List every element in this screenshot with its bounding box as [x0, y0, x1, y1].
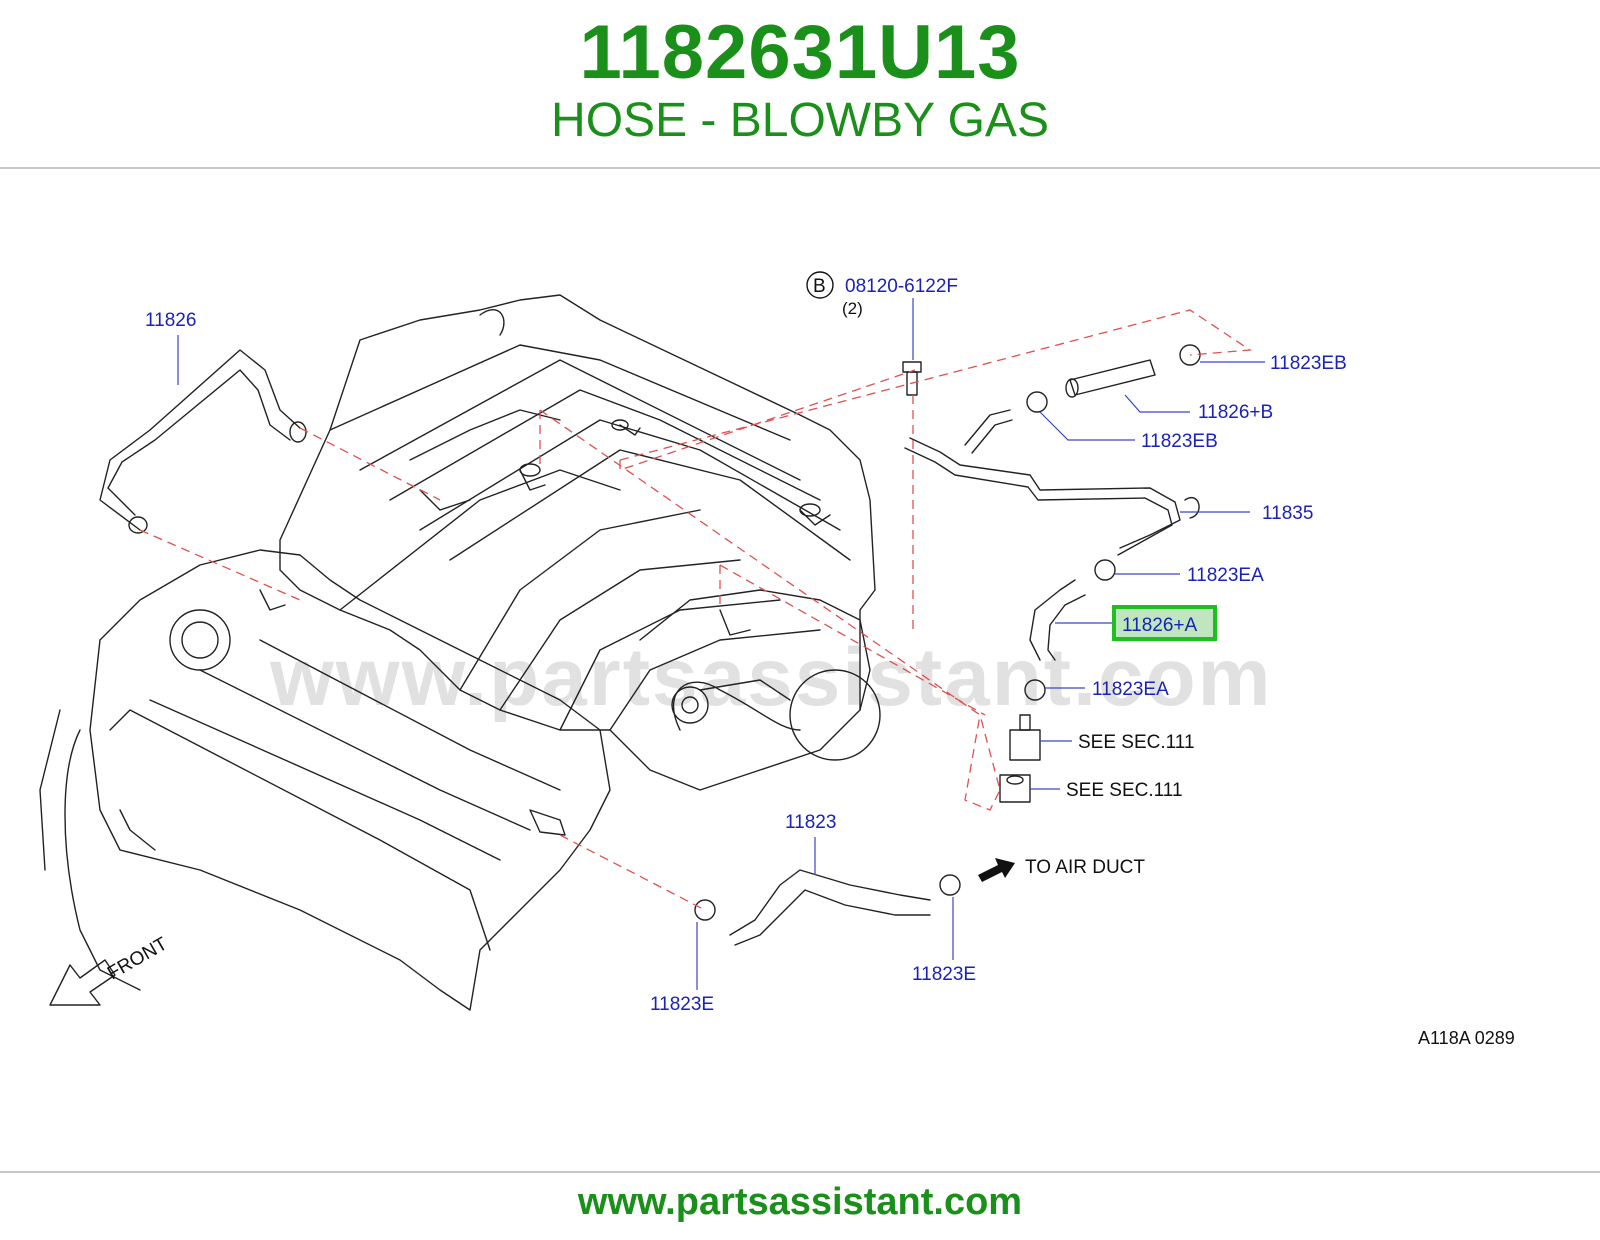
air-duct-arrow-icon — [978, 858, 1015, 882]
callout-11826A-highlighted[interactable]: 11826+A — [1122, 615, 1198, 636]
hose-11826-drawing — [99, 349, 307, 534]
rocker-cover-drawing — [39, 549, 611, 1011]
highlighted-part-box — [1112, 605, 1217, 641]
watermark-text: www.partsassistant.com — [269, 632, 1273, 723]
bolt-circle-letter: B — [813, 276, 826, 297]
engine-intake-manifold-drawing — [279, 294, 881, 791]
page-header: 1182631U13 HOSE - BLOWBY GAS — [0, 0, 1600, 168]
bolt-08120-drawing — [902, 361, 922, 396]
callout-leader-lines — [177, 298, 1265, 990]
front-direction-arrow-icon — [49, 959, 116, 1006]
callout-11823[interactable]: 11823 — [785, 812, 836, 833]
callout-11823E-left[interactable]: 11823E — [650, 994, 714, 1015]
header-divider — [0, 167, 1600, 169]
part-name-subtitle: HOSE - BLOWBY GAS — [551, 94, 1049, 147]
front-label: FRONT — [104, 933, 172, 984]
see-sec-111-second[interactable]: SEE SEC.111 — [1066, 780, 1183, 801]
hose-11826A-drawing — [1024, 559, 1116, 701]
callout-11823EB-top[interactable]: 11823EB — [1270, 353, 1347, 374]
callout-11826B[interactable]: 11826+B — [1198, 402, 1273, 423]
callout-11823EB-mid[interactable]: 11823EB — [1141, 431, 1218, 452]
pcv-valve-drawing — [999, 714, 1041, 803]
bolt-quantity: (2) — [842, 299, 863, 318]
hose-11823-drawing — [694, 869, 961, 946]
bolt-circle-marker — [806, 271, 834, 299]
callout-11826[interactable]: 11826 — [145, 310, 196, 331]
callout-11823EA-bottom[interactable]: 11823EA — [1092, 679, 1169, 700]
callout-11823E-right[interactable]: 11823E — [912, 964, 976, 985]
callout-11835[interactable]: 11835 — [1262, 503, 1313, 524]
footer-divider — [0, 1171, 1600, 1173]
callout-11823EA-top[interactable]: 11823EA — [1187, 565, 1264, 586]
parts-diagram: www.partsassistant.com — [39, 271, 1515, 1048]
part-number-title: 1182631U13 — [579, 10, 1021, 95]
assembly-dashed-lines — [139, 309, 1252, 911]
footer-website-link[interactable]: www.partsassistant.com — [577, 1181, 1023, 1223]
diagram-code: A118A 0289 — [1418, 1028, 1515, 1048]
see-sec-111-first[interactable]: SEE SEC.111 — [1078, 732, 1195, 753]
callout-08120-6122F[interactable]: 08120-6122F — [845, 276, 958, 297]
tube-11835-drawing — [904, 409, 1200, 556]
to-air-duct-label: TO AIR DUCT — [1025, 857, 1145, 878]
hose-11826B-drawing — [1026, 344, 1201, 413]
